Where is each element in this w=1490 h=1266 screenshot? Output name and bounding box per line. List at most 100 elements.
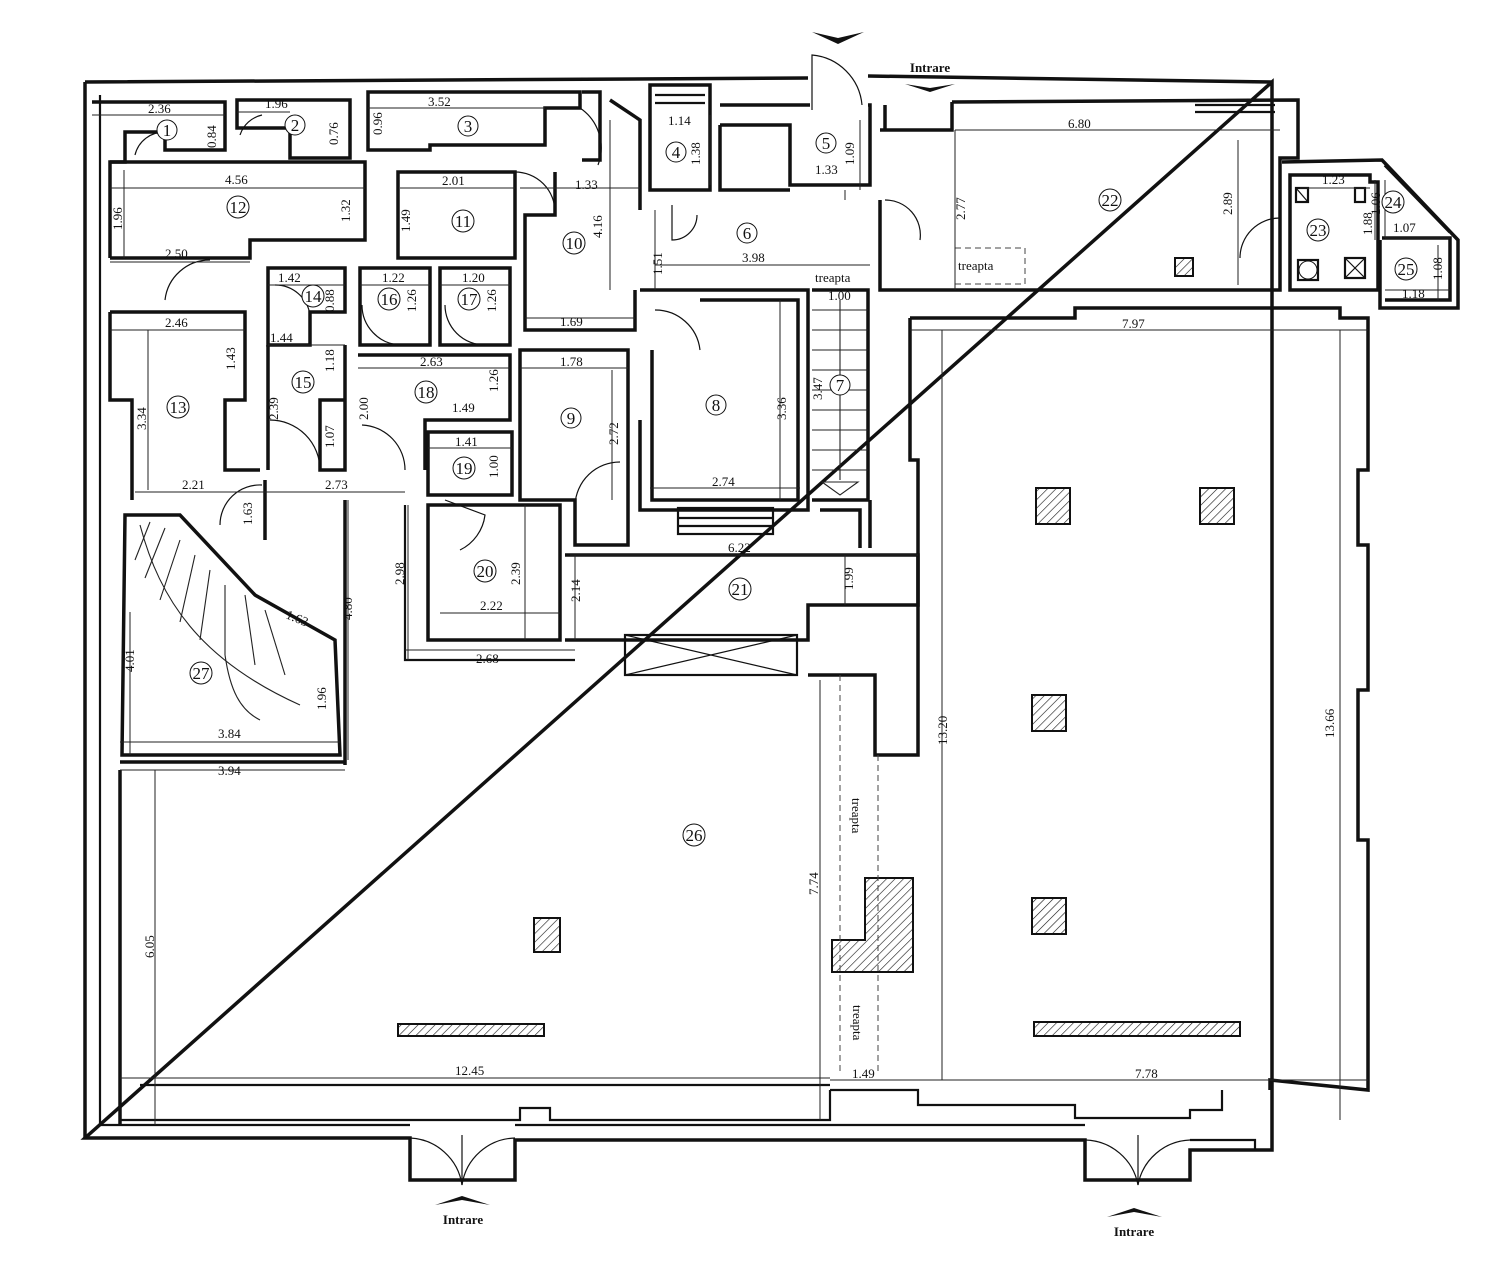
svg-text:9: 9 xyxy=(567,409,576,428)
dim-r13-h: 1.43 xyxy=(223,347,238,370)
dim-r27-tall: 4.80 xyxy=(340,597,355,620)
dim-r11-w: 2.01 xyxy=(442,173,465,188)
svg-text:21: 21 xyxy=(732,580,749,599)
svg-text:24: 24 xyxy=(1385,193,1403,212)
dim-r26-top: 3.94 xyxy=(218,763,241,778)
dim-r26-side: 6.05 xyxy=(142,935,157,958)
room-label-26: 26 xyxy=(682,823,706,847)
dim-r23-h: 1.88 xyxy=(1360,212,1375,235)
svg-text:7: 7 xyxy=(836,376,845,395)
svg-text:15: 15 xyxy=(295,373,312,392)
svg-text:10: 10 xyxy=(566,234,583,253)
dim-r3-w: 3.52 xyxy=(428,94,451,109)
dim-r20-h: 2.39 xyxy=(508,562,523,585)
dim-r5-h: 1.09 xyxy=(842,142,857,165)
svg-text:22: 22 xyxy=(1102,191,1119,210)
room-label-7: 7 xyxy=(829,374,851,396)
dim-r20-low: 2.68 xyxy=(476,651,499,666)
dim-r16-h: 1.26 xyxy=(404,289,419,312)
dim-r26-gap: 1.49 xyxy=(852,1066,875,1081)
svg-text:18: 18 xyxy=(418,383,435,402)
svg-text:4: 4 xyxy=(672,143,681,162)
room-label-4: 4 xyxy=(665,141,687,163)
dim-r26-h: 7.74 xyxy=(806,872,821,895)
dim-big-w: 7.97 xyxy=(1122,316,1145,331)
entrance-label-bottom-right: Intrare xyxy=(1114,1224,1154,1239)
dim-r1-h: 0.84 xyxy=(204,125,219,148)
dim-r3-h: 0.96 xyxy=(370,112,385,135)
dim-r27-w: 3.84 xyxy=(218,726,241,741)
dim-r21-h: 1.99 xyxy=(841,567,856,590)
great-hall-walls xyxy=(118,306,1370,1125)
entrance-markers: Intrare Intrare Intrare xyxy=(435,32,1162,1239)
dim-r12-h: 1.32 xyxy=(338,199,353,222)
middle-rooms-walls xyxy=(266,170,920,677)
step-label-hall-lower: treapta xyxy=(850,1005,865,1041)
dim-r2-h: 0.76 xyxy=(326,122,341,145)
dim-r6-w: 3.98 xyxy=(742,250,765,265)
svg-text:14: 14 xyxy=(305,287,323,306)
dim-r23-w: 1.23 xyxy=(1322,172,1345,187)
dim-r22-w: 6.80 xyxy=(1068,116,1091,131)
room-label-25: 25 xyxy=(1394,257,1418,281)
dim-r27-side: 1.96 xyxy=(314,687,329,710)
rooms-23-25-walls xyxy=(1281,158,1460,310)
room-label-2: 2 xyxy=(284,114,306,136)
dim-r19-w: 1.41 xyxy=(455,434,478,449)
dim-r16-w: 1.22 xyxy=(382,270,405,285)
dim-r13-w: 2.46 xyxy=(165,315,188,330)
dim-corr-w1: 2.21 xyxy=(182,477,205,492)
room-label-13: 13 xyxy=(166,395,190,419)
room-label-18: 18 xyxy=(414,380,438,404)
dim-r15-side: 2.39 xyxy=(266,397,281,420)
dim-r8-h: 3.36 xyxy=(774,397,789,420)
svg-text:20: 20 xyxy=(477,562,494,581)
room-label-6: 6 xyxy=(736,222,758,244)
dim-r10-top: 1.33 xyxy=(575,177,598,192)
room-label-14: 14 xyxy=(301,284,325,308)
room-label-21: 21 xyxy=(728,577,752,601)
dim-r17-w: 1.20 xyxy=(462,270,485,285)
dim-r17-h: 1.26 xyxy=(484,289,499,312)
dim-corr-v: 1.63 xyxy=(240,502,255,525)
dim-r2-w: 1.96 xyxy=(265,96,288,111)
dim-big-h: 13.66 xyxy=(1322,708,1337,738)
dim-r12-bottom: 2.50 xyxy=(165,246,188,261)
dim-r7-w: 1.00 xyxy=(828,288,851,303)
svg-text:16: 16 xyxy=(381,290,398,309)
dim-r11-h: 1.49 xyxy=(398,209,413,232)
svg-text:25: 25 xyxy=(1398,260,1415,279)
dim-r18-low: 1.49 xyxy=(452,400,475,415)
svg-text:19: 19 xyxy=(456,459,473,478)
dim-r8-w: 2.74 xyxy=(712,474,735,489)
dim-r18-w: 2.63 xyxy=(420,354,443,369)
step-labels: treapta treapta treapta treapta xyxy=(815,258,994,1041)
dim-r4-w: 1.14 xyxy=(668,113,691,128)
dim-r4-h: 1.38 xyxy=(688,142,703,165)
dim-r9-h: 2.72 xyxy=(606,422,621,445)
svg-text:5: 5 xyxy=(822,134,831,153)
dim-r18-side: 2.00 xyxy=(356,397,371,420)
dim-r5-w: 1.33 xyxy=(815,162,838,177)
dim-r15-w: 1.44 xyxy=(270,330,293,345)
entrance-label-bottom-left: Intrare xyxy=(443,1212,483,1227)
room-label-22: 22 xyxy=(1098,188,1122,212)
dim-r12-w: 4.56 xyxy=(225,172,248,187)
dim-r19-h: 1.00 xyxy=(486,455,501,478)
room-label-23: 23 xyxy=(1306,218,1330,242)
dim-r10-h: 4.16 xyxy=(590,215,605,238)
svg-text:26: 26 xyxy=(686,826,703,845)
step-label-hall-upper: treapta xyxy=(849,798,864,834)
svg-text:8: 8 xyxy=(712,396,721,415)
dim-r26-right-w: 7.78 xyxy=(1135,1066,1158,1081)
dim-r22-side: 2.77 xyxy=(953,197,968,220)
dim-r26-w: 12.45 xyxy=(455,1063,484,1078)
svg-text:27: 27 xyxy=(193,664,211,683)
dimension-lines xyxy=(92,107,1450,1125)
entrance-arrow-top xyxy=(812,32,864,44)
room-label-15: 15 xyxy=(291,370,315,394)
room-label-3: 3 xyxy=(457,115,479,137)
svg-text:1: 1 xyxy=(163,121,172,140)
entrance-arrow-bottom-left xyxy=(435,1196,490,1205)
